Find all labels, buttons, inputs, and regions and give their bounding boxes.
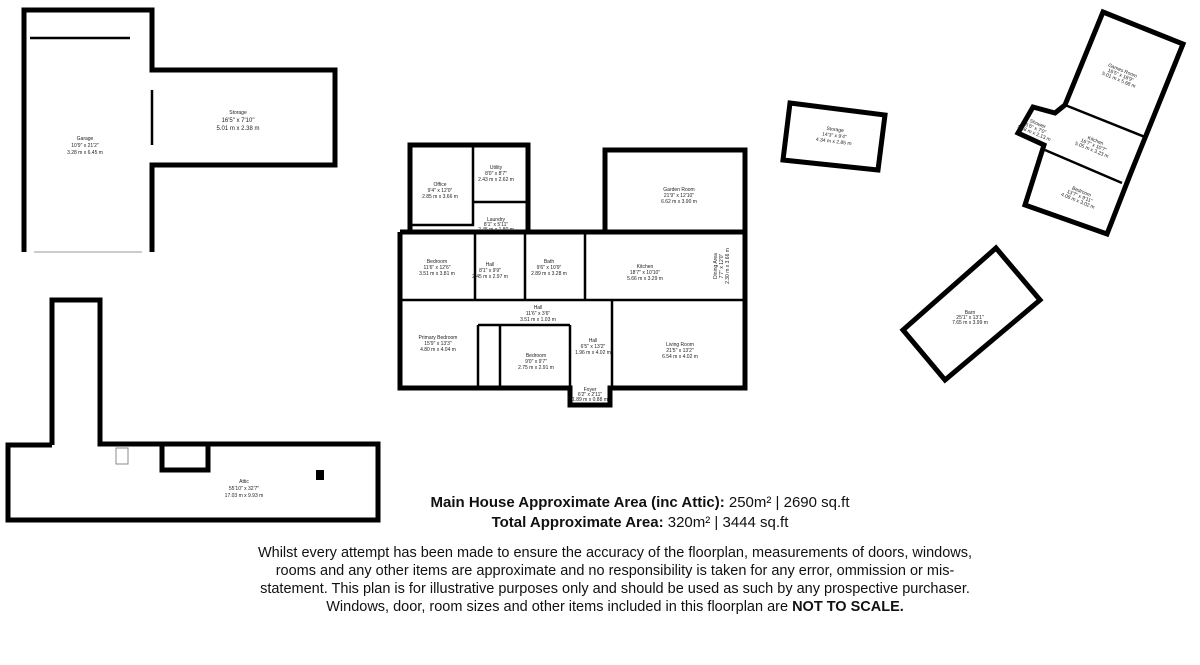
- room-imperial: 10'9" x 21'2": [71, 143, 99, 149]
- main-house-area: Main House Approximate Area (inc Attic):…: [300, 494, 980, 511]
- garage-building: Garage 10'9" x 21'2" 3.28 m x 6.45 m Sto…: [21, 7, 338, 253]
- stair-icon: [115, 447, 129, 465]
- room-metric: 4.34 m x 2.85 m: [815, 137, 851, 147]
- room-imperial: 18'7" x 10'10": [630, 270, 660, 276]
- room-name: Attic: [239, 479, 249, 485]
- room-imperial: 8'0" x 8'7": [485, 171, 507, 177]
- room-metric: 4.80 m x 4.04 m: [420, 347, 456, 353]
- room-metric: 2.45 m x 1.80 m: [478, 227, 514, 233]
- room-name: Foyer: [584, 387, 597, 393]
- main-area-value: 250m² | 2690 sq.ft: [728, 494, 850, 511]
- room-name: Kitchen: [1087, 135, 1105, 147]
- room-imperial: 6'2" x 2'11": [578, 392, 602, 398]
- room-metric: 1.96 m x 4.02 m: [575, 350, 611, 356]
- total-area: Total Approximate Area: 320m² | 3444 sq.…: [300, 514, 980, 531]
- room-imperial: 14'3" x 9'4": [822, 131, 847, 140]
- total-area-label: Total Approximate Area:: [491, 514, 664, 531]
- room-name: Utility: [490, 165, 503, 171]
- room-imperial: 9'6" x 10'9": [537, 265, 562, 271]
- room-metric: 2.89 m x 3.28 m: [531, 271, 567, 277]
- room-imperial: 21'9" x 12'10": [664, 193, 694, 199]
- room-metric: 1.89 m x 0.88 m: [572, 397, 608, 403]
- room-name: Bedroom: [526, 353, 546, 359]
- room-metric: 6.62 m x 3.90 m: [661, 199, 697, 205]
- room-name: Bedroom: [427, 259, 447, 265]
- room-name: Office: [434, 182, 447, 188]
- room-metric: 2.43 m x 2.62 m: [478, 177, 514, 183]
- room-metric: 6.54 m x 4.02 m: [662, 354, 698, 360]
- room-metric: 3.28 m x 6.45 m: [67, 150, 103, 156]
- total-area-value: 320m² | 3444 sq.ft: [667, 514, 789, 531]
- room-name: Storage: [826, 126, 844, 134]
- room-imperial: 9'0" x 9'7": [525, 359, 547, 365]
- room-name: Garage: [77, 136, 94, 142]
- room-metric: 2.75 m x 2.91 m: [518, 365, 554, 371]
- disclaimer: Whilst every attempt has been made to en…: [250, 544, 980, 616]
- attic-floor: Attic 55'10" x 32'7" 17.03 m x 9.93 m: [5, 297, 381, 523]
- room-name: Bath: [544, 259, 555, 265]
- room-name: Barn: [965, 310, 976, 316]
- room-name: Hall: [589, 338, 598, 344]
- room-imperial: 11'6" x 12'6": [423, 265, 450, 271]
- room-imperial: 21'5" x 13'2": [666, 348, 694, 354]
- room-name: Storage: [229, 110, 247, 116]
- room-name: Hall: [534, 305, 543, 311]
- room-name: Kitchen: [637, 264, 654, 270]
- room-imperial: 11'6" x 3'6": [526, 311, 550, 317]
- room-metric: 5.01 m x 2.38 m: [216, 126, 259, 132]
- storage-shed: Storage 14'3" x 9'4" 4.34 m x 2.85 m: [780, 100, 888, 173]
- room-name: Dining Area: [713, 253, 719, 279]
- room-metric: 5.66 m x 3.29 m: [627, 276, 663, 282]
- room-name: Laundry: [487, 217, 506, 223]
- room-metric: 3.51 m x 1.03 m: [520, 317, 556, 323]
- disclaimer-emphasis: NOT TO SCALE.: [792, 599, 904, 615]
- room-metric: 3.51 m x 3.81 m: [419, 271, 455, 277]
- room-metric: 2.30 m x 3.66 m: [725, 248, 731, 284]
- room-imperial: 16'5" x 7'10": [222, 118, 255, 124]
- room-metric: 2.85 m x 3.66 m: [422, 194, 458, 200]
- main-area-label: Main House Approximate Area (inc Attic):: [430, 494, 725, 511]
- room-imperial: 9'4" x 12'0": [428, 188, 453, 194]
- room-name: Living Room: [666, 342, 694, 348]
- annex: Games Room 16'5" x 18'9" 5.01 m x 5.68 m…: [1014, 8, 1187, 238]
- main-house: Office 9'4" x 12'0" 2.85 m x 3.66 m Util…: [397, 142, 748, 408]
- room-metric: 2.45 m x 2.97 m: [472, 274, 508, 280]
- room-imperial: 55'10" x 32'7": [229, 486, 259, 492]
- room-name: Garden Room: [663, 187, 694, 193]
- room-labels: Office 9'4" x 12'0" 2.85 m x 3.66 m Util…: [419, 165, 731, 403]
- room-imperial: 6'5" x 13'2": [581, 344, 606, 350]
- room-imperial: 25'1" x 13'1": [956, 315, 984, 321]
- room-imperial: 15'9" x 13'3": [424, 341, 452, 347]
- room-metric: 7.65 m x 3.99 m: [952, 320, 988, 326]
- room-imperial: 8'1" x 5'11": [484, 222, 508, 228]
- room-imperial: 8'1" x 9'9": [479, 268, 501, 274]
- room-name: Primary Bedroom: [419, 335, 458, 341]
- disclaimer-text: Whilst every attempt has been made to en…: [257, 545, 973, 615]
- room-metric: 17.03 m x 9.93 m: [225, 493, 264, 499]
- barn: Barn 25'1" x 13'1" 7.65 m x 3.99 m: [899, 244, 1044, 384]
- room-name: Hall: [486, 262, 495, 268]
- room-imperial: 7'7" x 12'0": [719, 253, 725, 278]
- chimney-icon: [316, 470, 324, 480]
